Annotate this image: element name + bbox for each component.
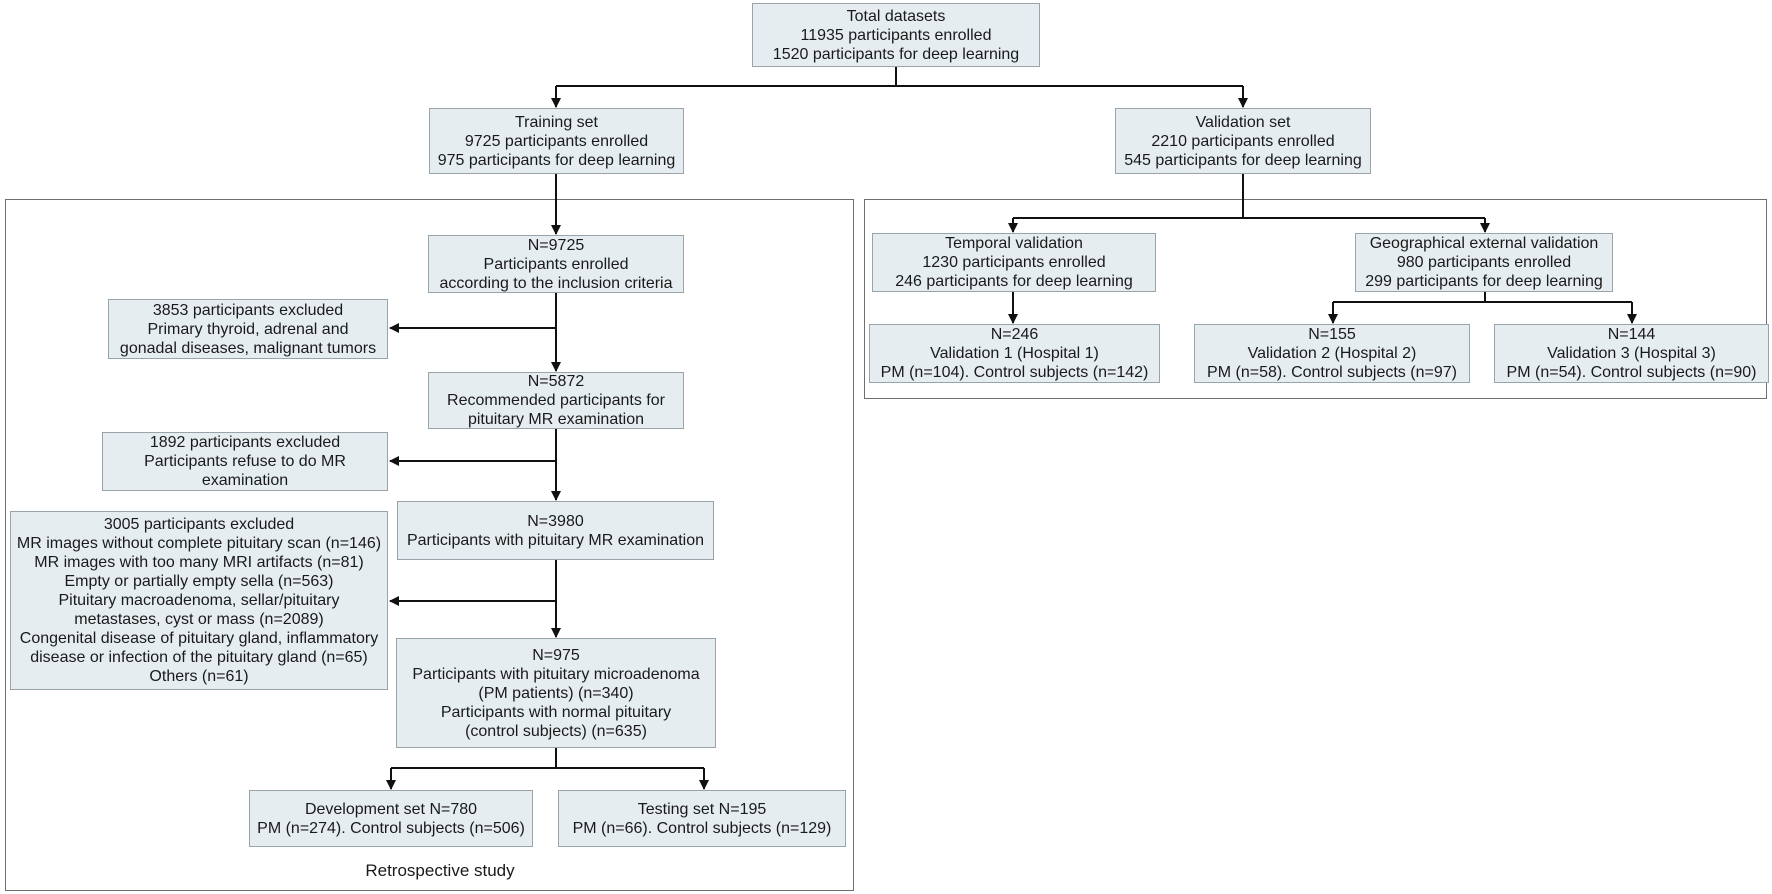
box-text-line: N=9725 (527, 236, 585, 254)
box-text-line: Participants enrolled (483, 255, 629, 273)
box-text-line: PM (n=58). Control subjects (n=97) (1207, 364, 1457, 381)
box-text-line: Recommended participants for (447, 392, 665, 409)
retrospective-study-frame (5, 199, 854, 891)
temporal-validation-box: Temporal validation 1230 participants enr… (872, 233, 1156, 292)
box-text-line: N=246 (990, 326, 1039, 343)
box-text-line: 3853 participants excluded (152, 301, 344, 319)
box-text-line: pituitary MR examination (467, 411, 645, 428)
retrospective-study-label: Retrospective study (365, 861, 515, 880)
box-text-line: Validation 1 (Hospital 1) (930, 345, 1099, 362)
box-text-line: Congenital disease of pituitary gland, i… (19, 630, 379, 647)
box-text-line: (control subjects) (n=635) (465, 722, 647, 740)
box-text-line: examination (201, 472, 289, 489)
box-text-line: 299 participants for deep learning (1365, 273, 1603, 290)
box-text-line: N=5872 (527, 373, 585, 390)
box-text-line: 1892 participants excluded (149, 434, 341, 451)
box-text-line: Training set (515, 113, 598, 131)
validation-frame (864, 199, 1767, 399)
box-text-line: metastases, cyst or mass (n=2089) (74, 611, 324, 628)
box-text-line: PM (n=104). Control subjects (n=142) (880, 364, 1149, 381)
box-text-line: disease or infection of the pituitary gl… (30, 649, 368, 666)
box-text-line: N=144 (1607, 326, 1656, 343)
box-text-line: Empty or partially empty sella (n=563) (64, 573, 334, 590)
geographical-validation-box: Geographical external validation 980 part… (1355, 233, 1613, 292)
box-text-line: 980 participants enrolled (1396, 254, 1572, 271)
box-text-line: Participants with pituitary MR examinati… (406, 531, 704, 549)
box-text-line: Validation 2 (Hospital 2) (1247, 345, 1417, 362)
box-text-line: MR images with too many MRI artifacts (n… (34, 554, 364, 571)
box-text-line: Primary thyroid, adrenal and (147, 320, 349, 338)
box-text-line: Total datasets (846, 7, 946, 25)
box-text-line: 9725 participants enrolled (464, 132, 649, 150)
box-text-line: N=3980 (527, 512, 584, 530)
box-text-line: 975 participants for deep learning (437, 151, 676, 169)
box-text-line: PM (n=66). Control subjects (n=129) (572, 819, 832, 837)
box-text-line: Geographical external validation (1369, 235, 1599, 252)
excluded-3005-box: 3005 participants excluded MR images with… (10, 511, 388, 690)
box-text-line: Participants refuse to do MR (144, 453, 346, 470)
box-text-line: 11935 participants enrolled (800, 26, 992, 44)
box-text-line: Temporal validation (945, 235, 1083, 252)
box-text-line: 1230 participants enrolled (922, 254, 1106, 271)
box-text-line: 1520 participants for deep learning (772, 45, 1020, 63)
box-text-line: according to the inclusion criteria (439, 274, 673, 292)
box-text-line: Others (n=61) (149, 668, 249, 685)
box-text-line: gonadal diseases, malignant tumors (119, 339, 377, 357)
box-text-line: 3005 participants excluded (103, 516, 295, 533)
box-text-line: Validation set (1195, 113, 1291, 131)
box-text-line: MR images without complete pituitary sca… (16, 535, 382, 552)
box-text-line: Validation 3 (Hospital 3) (1547, 345, 1716, 362)
box-text-line: PM (n=54). Control subjects (n=90) (1506, 364, 1757, 381)
box-text-line: Development set N=780 (304, 800, 478, 818)
box-text-line: Participants with pituitary microadenoma (412, 665, 700, 683)
box-text-line: N=975 (532, 646, 580, 664)
box-text-line: Pituitary macroadenoma, sellar/pituitary (58, 592, 340, 609)
box-text-line: Testing set N=195 (637, 800, 767, 818)
box-text-line: 545 participants for deep learning (1124, 151, 1362, 169)
box-text-line: 246 participants for deep learning (895, 273, 1133, 290)
box-text-line: 2210 participants enrolled (1151, 132, 1335, 150)
box-text-line: (PM patients) (n=340) (478, 684, 634, 702)
box-text-line: Participants with normal pituitary (440, 703, 672, 721)
box-text-line: N=155 (1308, 326, 1356, 343)
box-text-line: PM (n=274). Control subjects (n=506) (257, 819, 525, 837)
